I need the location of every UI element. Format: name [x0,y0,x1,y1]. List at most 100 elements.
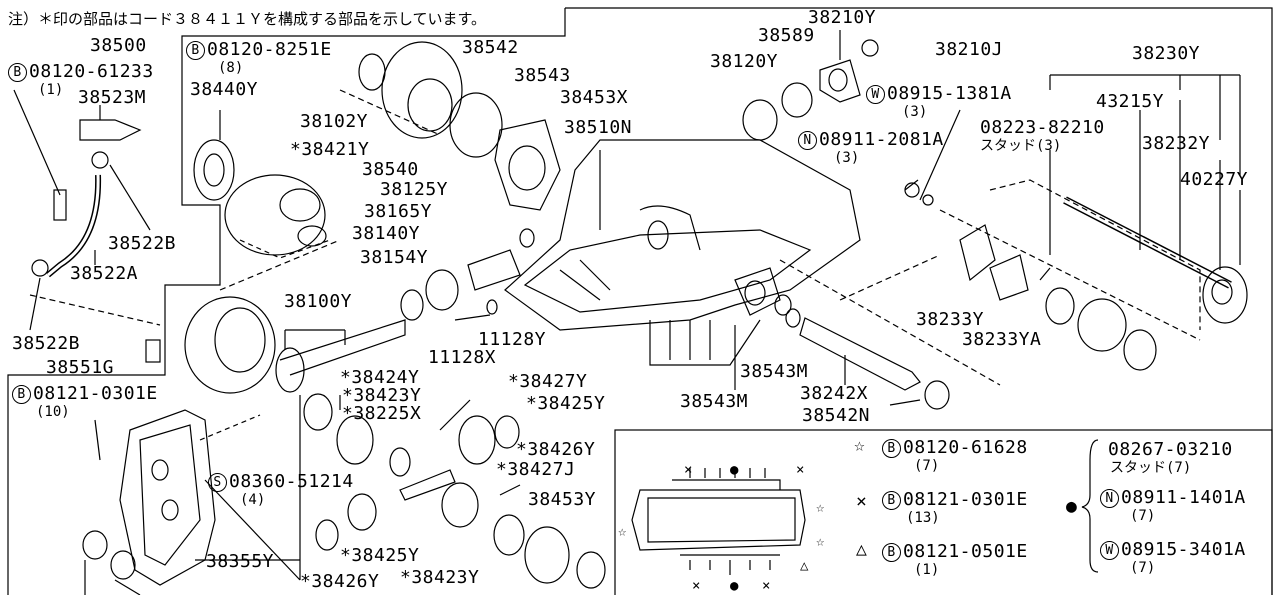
legend-stud-part: 08267-03210 [1108,439,1233,460]
legend-n-qty: (7) [1130,508,1156,524]
schematic-star-marker: ☆ [816,534,825,550]
label-38125Y: 38125Y [380,179,449,200]
schematic-cross-marker: × [692,578,701,594]
qty-08120-8251E: (8) [218,60,244,76]
label-38421Y: *38421Y [290,139,370,160]
label-38500: 38500 [90,35,147,56]
label-38423Y-b: *38423Y [400,567,480,588]
schematic-dot-marker: ● [730,578,739,594]
n-symbol-icon: N [1100,489,1119,508]
label-38120Y: 38120Y [710,51,779,72]
label-38551G: 38551G [46,357,115,378]
label-38102Y: 38102Y [300,111,369,132]
label-40227Y: 40227Y [1180,169,1249,190]
legend-cross-symbol: × [856,491,868,512]
label-38355Y: 38355Y [206,551,275,572]
label-38242X: 38242X [800,383,869,404]
label-38589: 38589 [758,25,815,46]
label-38425Y-b: *38425Y [340,545,420,566]
label-38510N: 38510N [564,117,633,138]
b-symbol-icon: B [882,491,901,510]
b-symbol-icon: B [8,63,27,82]
schematic-cross-marker: × [684,462,693,478]
qty-08121-0301E: (10) [36,404,70,420]
label-38540: 38540 [362,159,419,180]
label-38165Y: 38165Y [364,201,433,222]
qty-08911-2081A: (3) [834,150,860,166]
legend-cross-qty: (13) [906,510,940,526]
legend-star-symbol: ☆ [854,435,866,456]
legend-w-qty: (7) [1130,560,1156,576]
label-38154Y: 38154Y [360,247,429,268]
label-11128Y: 11128Y [478,329,547,350]
schematic-star-marker: ☆ [618,524,627,540]
label-38453X: 38453X [560,87,629,108]
w-symbol-icon: W [866,85,885,104]
label-38140Y: 38140Y [352,223,421,244]
label-38453Y: 38453Y [528,489,597,510]
note-text: 注）＊印の部品はコード３８４１１Ｙを構成する部品を示しています。 [8,10,487,28]
label-38522A: 38522A [70,263,139,284]
label-38523M: 38523M [78,87,147,108]
label-38230Y: 38230Y [1132,43,1201,64]
label-38225X: *38225X [342,403,422,424]
label-38232Y: 38232Y [1142,133,1211,154]
label-38427J: *38427J [496,459,576,480]
b-symbol-icon: B [882,543,901,562]
label-43215Y: 43215Y [1096,91,1165,112]
s-symbol-icon: S [208,473,227,492]
legend-star-qty: (7) [914,458,940,474]
label-11128X: 11128X [428,347,497,368]
w-symbol-icon: W [1100,541,1119,560]
label-stud-3: スタッド(3) [980,138,1062,154]
label-38427Y: *38427Y [508,371,588,392]
legend-dot-symbol: ● [1066,496,1078,517]
label-38543M-b: 38543M [680,391,749,412]
qty-08915-1381A: (3) [902,104,928,120]
qty-08360-51214: (4) [240,492,266,508]
label-38426Y-b: *38426Y [300,571,380,592]
legend-triangle-qty: (1) [914,562,940,578]
legend-stud-label: スタッド(7) [1110,460,1192,476]
b-symbol-icon: B [186,41,205,60]
label-38522B-bottom: 38522B [12,333,81,354]
label-38100Y: 38100Y [284,291,353,312]
qty-08120-61233: (1) [38,82,64,98]
n-symbol-icon: N [798,131,817,150]
label-38210J: 38210J [935,39,1004,60]
label-38426Y-a: *38426Y [516,439,596,460]
label-38440Y: 38440Y [190,79,259,100]
label-38210Y: 38210Y [808,7,877,28]
label-38424Y: *38424Y [340,367,420,388]
label-38542: 38542 [462,37,519,58]
schematic-star-marker: ☆ [816,500,825,516]
b-symbol-icon: B [12,385,31,404]
label-38233YA: 38233YA [962,329,1042,350]
schematic-triangle-marker: △ [800,558,809,574]
label-38543M-a: 38543M [740,361,809,382]
label-38425Y-a: *38425Y [526,393,606,414]
label-38543: 38543 [514,65,571,86]
schematic-cross-marker: × [796,462,805,478]
label-38522B-top: 38522B [108,233,177,254]
legend-triangle-symbol: △ [856,539,868,560]
schematic-dot-marker: ● [730,462,739,478]
schematic-cross-marker: × [762,578,771,594]
label-38423Y-a: *38423Y [342,385,422,406]
label-38542N: 38542N [802,405,871,426]
label-08223-82210: 08223-82210 [980,117,1105,138]
label-38233Y: 38233Y [916,309,985,330]
b-symbol-icon: B [882,439,901,458]
